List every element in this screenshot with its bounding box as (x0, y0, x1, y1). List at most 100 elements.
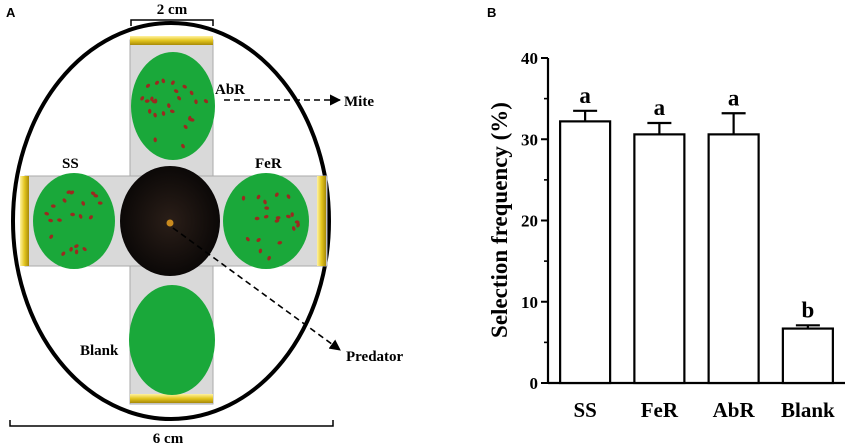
diameter-label: 6 cm (153, 431, 184, 447)
mite-icon (57, 218, 62, 222)
mite-icon (70, 212, 75, 217)
mite-icon (48, 218, 53, 223)
mite-icon (161, 78, 166, 84)
mite-icon (97, 201, 103, 205)
mite-icon (154, 80, 160, 85)
mite-icon (277, 241, 283, 245)
arm-label-top: AbR (215, 82, 245, 98)
mite-icon (74, 244, 79, 248)
right-arm-rim (317, 176, 326, 266)
mite-icon (78, 214, 83, 219)
leaf-disc-left (33, 173, 115, 269)
mite-icon (183, 124, 188, 130)
mite-icon (74, 249, 79, 255)
predator-mite-icon (166, 219, 174, 227)
width-bracket (130, 19, 214, 26)
arm-label-left: SS (62, 156, 79, 172)
mite-icon (264, 206, 270, 210)
top-arm-rim (130, 36, 213, 45)
arm-label-right: FeR (255, 156, 282, 172)
bar (781, 327, 834, 385)
mite-icon (145, 83, 151, 88)
mite-icon (291, 226, 296, 231)
mite-icon (241, 195, 246, 201)
mite-icon (189, 90, 194, 96)
mite-label: Mite (344, 94, 374, 110)
bar (633, 133, 686, 385)
mite-icon (177, 96, 182, 101)
mite-icon (182, 84, 187, 89)
y-axis-label: Selection frequency (%) (487, 102, 512, 338)
mite-icon (90, 191, 96, 196)
mite-icon (81, 201, 86, 206)
y-tick-label: 40 (521, 49, 538, 68)
mite-icon (153, 112, 157, 118)
mite-icon (69, 246, 73, 252)
mite-icon (263, 199, 267, 205)
y-tick-label: 10 (521, 293, 538, 312)
y-tick-label: 30 (521, 130, 538, 149)
mite-icon (147, 108, 152, 114)
mite-icon (169, 109, 175, 114)
x-tick-label: SS (573, 398, 596, 422)
mite-icon (203, 99, 209, 104)
panel-a: A 2 cm AbR SS FeR Blank Mi (6, 2, 404, 447)
mite-icon (170, 80, 175, 85)
mite-icon (256, 237, 261, 243)
mite-icon (49, 234, 54, 239)
panel-a-label: A (6, 5, 16, 20)
mite-icon (62, 198, 67, 203)
predator-label: Predator (346, 349, 404, 365)
mite-icon (44, 211, 50, 216)
mite-icon (167, 103, 171, 108)
width-label: 2 cm (157, 2, 188, 18)
panel-b-label: B (487, 5, 496, 20)
bar (559, 120, 612, 385)
mite-icon (274, 219, 280, 223)
mite-icon (275, 216, 281, 220)
mite-icon (256, 194, 261, 200)
mite-icon (140, 96, 145, 101)
predator-arrow (172, 227, 341, 351)
diameter-bracket (9, 420, 334, 427)
x-tick-label: FeR (641, 398, 679, 422)
bottom-arm-rim (130, 394, 213, 403)
mite-icon (286, 214, 291, 219)
mite-icon (82, 247, 87, 252)
mite-icon (161, 111, 166, 116)
mite-icon (144, 99, 150, 103)
mite-icon (153, 137, 157, 143)
leaf-disc-top (131, 52, 215, 160)
mite-icon (258, 248, 263, 254)
mite-icon (245, 237, 250, 242)
mite-icon (61, 251, 66, 256)
significance-letter: a (654, 95, 666, 120)
mite-icon (290, 212, 294, 218)
mite-icon (274, 192, 279, 197)
significance-letter: a (579, 83, 591, 108)
y-tick-label: 0 (530, 374, 539, 393)
x-tick-label: AbR (713, 398, 756, 422)
mite-icon (151, 99, 157, 104)
y-tick-label: 20 (521, 212, 538, 231)
mite-icon (294, 220, 300, 224)
left-arm-rim (20, 176, 29, 266)
significance-letter: a (728, 85, 740, 110)
mite-icon (188, 115, 192, 121)
mite-icon (66, 190, 72, 194)
mite-icon (254, 216, 260, 221)
mite-icon (286, 194, 291, 199)
mite-icon (296, 222, 300, 228)
mite-icon (267, 255, 271, 261)
x-tick-label: Blank (781, 398, 835, 422)
mite-icon (88, 215, 93, 220)
arm-label-bottom: Blank (80, 343, 119, 359)
mite-icon (194, 99, 198, 105)
panel-b: B Selection frequency (%) 0 10 20 30 40 aSS aF… (487, 5, 845, 422)
mite-icon (50, 204, 56, 208)
bar (707, 133, 760, 385)
leaf-disc-bottom (129, 285, 215, 395)
significance-letter: b (801, 297, 814, 322)
